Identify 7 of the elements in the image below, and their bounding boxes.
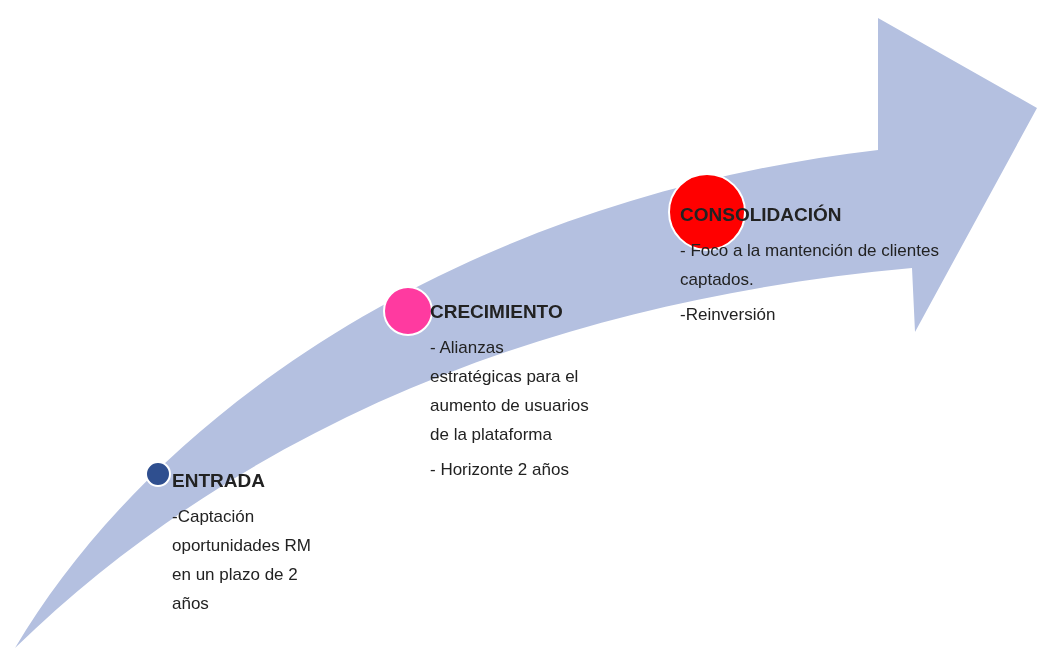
stage-heading: ENTRADA [172, 470, 266, 492]
stage-note: - Alianzas estratégicas para el aumento de usuarios de la plataforma [430, 337, 590, 446]
stage-note: - Horizonte 2 años [430, 459, 570, 481]
stage-note: -Captación oportunidades RM en un plazo de 2 años [172, 506, 312, 615]
stage-note: - Foco a la mantención de clientes captados. [680, 240, 940, 291]
stage-note: -Reinversión [680, 304, 777, 326]
stage-heading: CRECIMIENTO [430, 301, 564, 323]
